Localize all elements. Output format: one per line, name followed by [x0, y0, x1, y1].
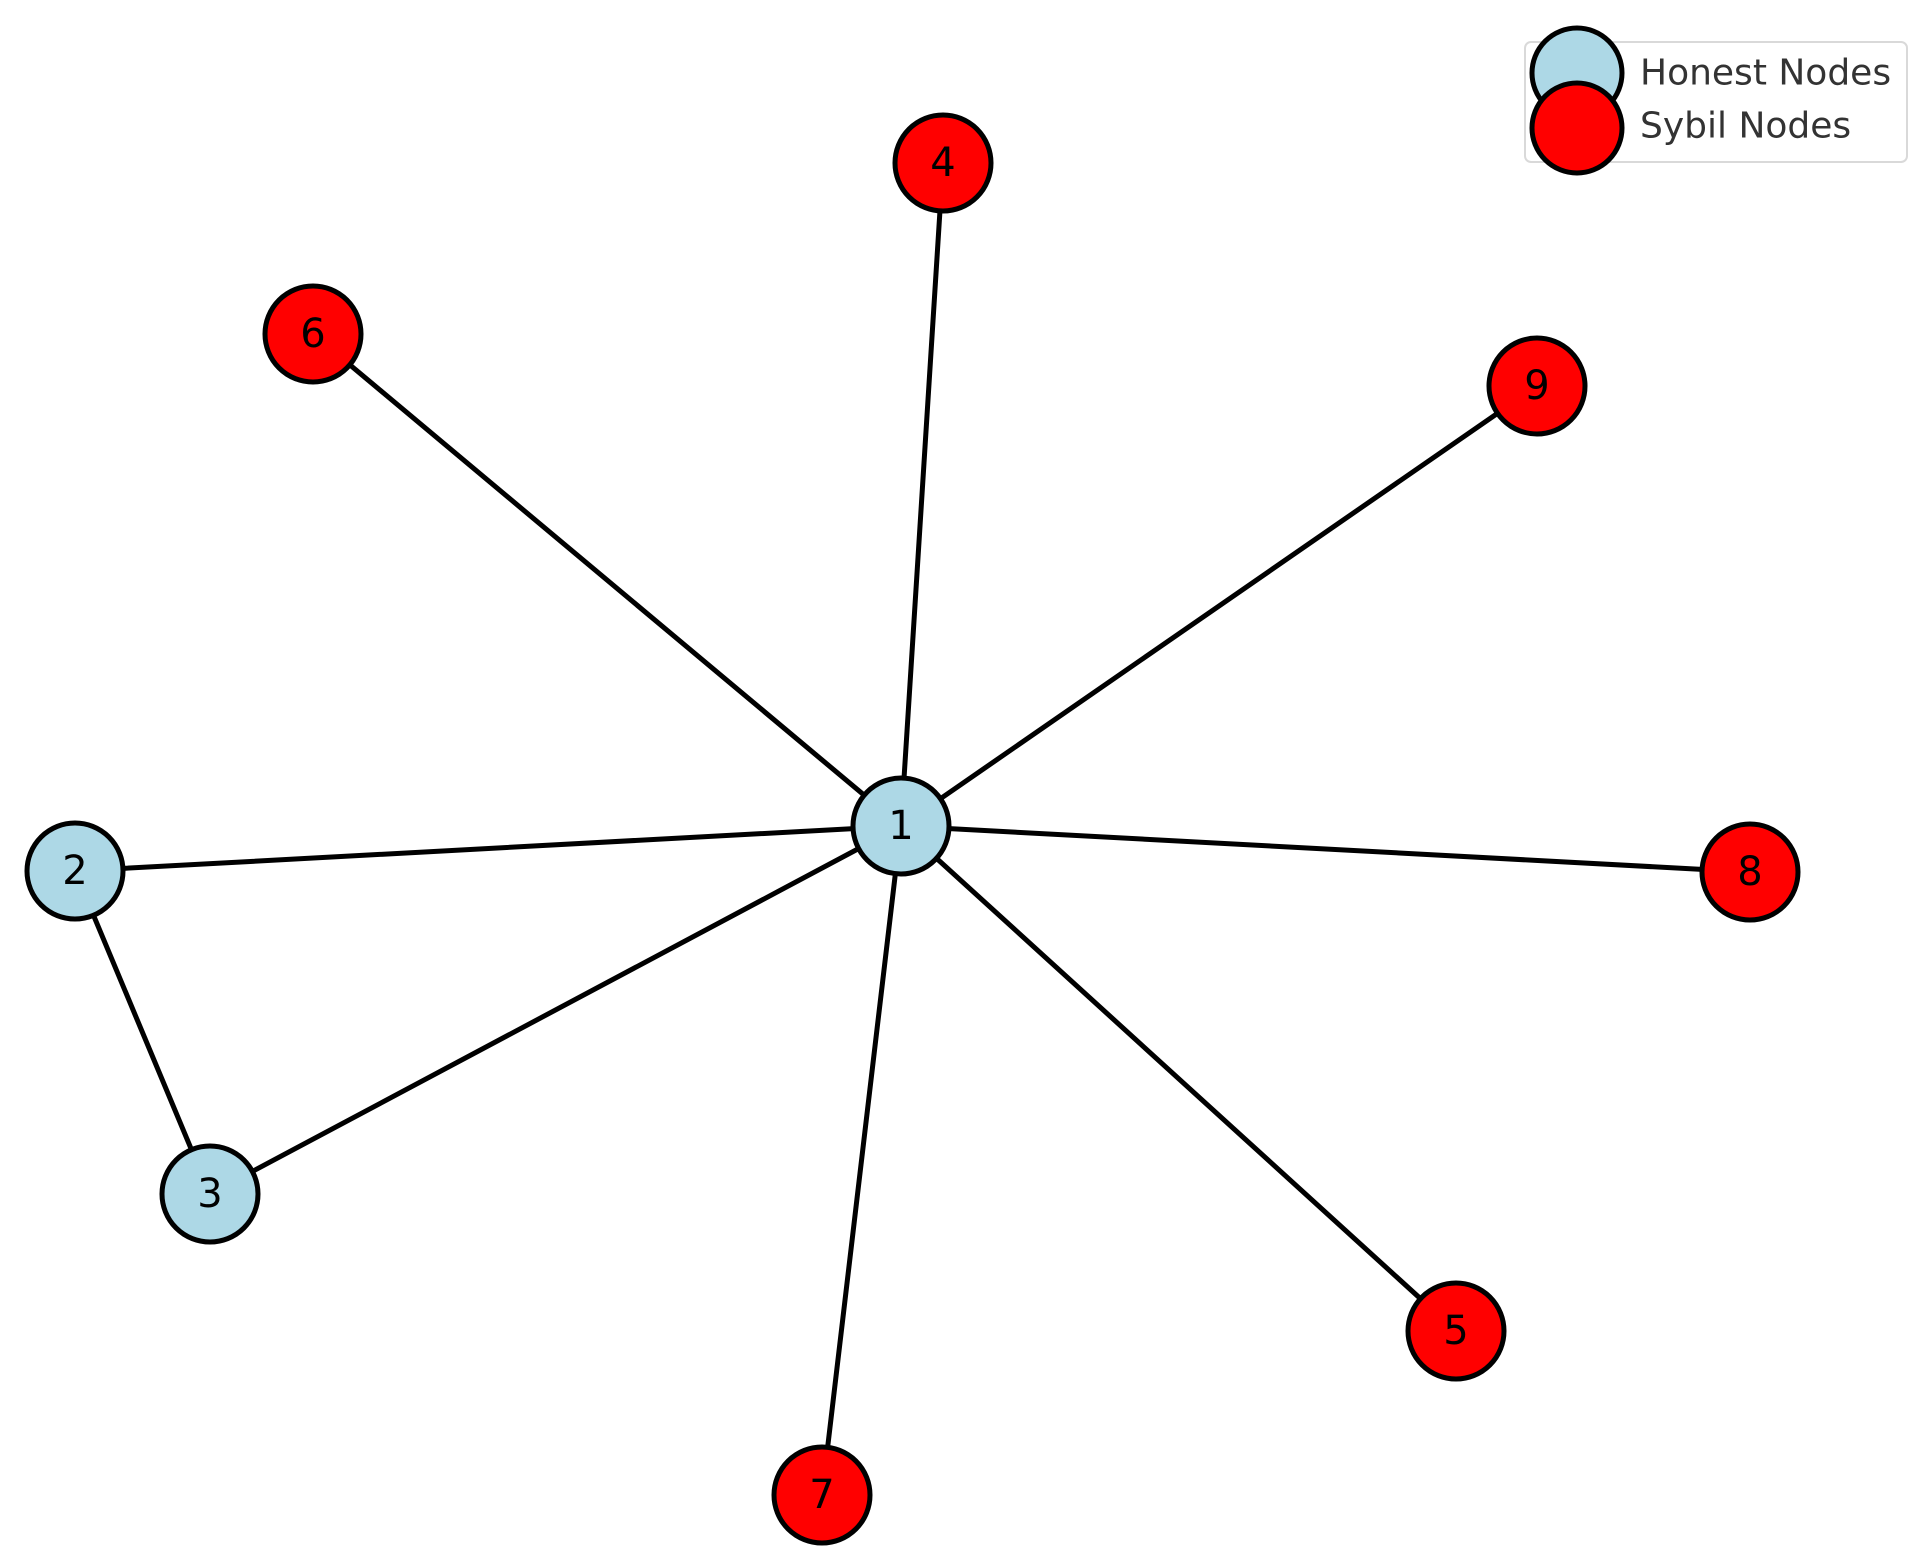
legend-sybil-marker [1529, 80, 1625, 176]
edge-1-8 [898, 823, 1753, 875]
node-2: 2 [24, 820, 126, 922]
sybil-node-circle [1405, 1280, 1507, 1382]
edges-layer [72, 160, 1753, 1498]
node-label: 5 [1443, 1308, 1468, 1354]
node-3: 3 [159, 1143, 261, 1245]
node-label: 6 [300, 311, 325, 357]
sybil-node-circle [1486, 335, 1588, 437]
node-5: 5 [1405, 1280, 1507, 1382]
legend-sybil-label: Sybil Nodes [1640, 106, 1851, 147]
sybil-node-circle [771, 1444, 873, 1546]
node-1: 1 [850, 775, 952, 877]
node-label: 2 [62, 848, 87, 894]
sybil-node-circle [1699, 821, 1801, 923]
node-label: 9 [1524, 363, 1549, 409]
node-4: 4 [892, 112, 994, 214]
node-6: 6 [262, 283, 364, 385]
node-7: 7 [771, 1444, 873, 1546]
sybil-node-circle [262, 283, 364, 385]
edge-1-7 [819, 823, 904, 1498]
node-8: 8 [1699, 821, 1801, 923]
sybil-node-circle [892, 112, 994, 214]
node-label: 8 [1737, 849, 1762, 895]
edge-1-2 [72, 823, 904, 874]
edge-1-4 [898, 160, 946, 829]
edge-2-3 [72, 868, 213, 1197]
legend: Honest Nodes Sybil Nodes [1524, 25, 1908, 176]
edge-1-9 [898, 383, 1540, 829]
node-label: 7 [809, 1472, 834, 1518]
honest-node-circle [159, 1143, 261, 1245]
node-label: 3 [197, 1171, 222, 1217]
node-label: 4 [930, 140, 955, 186]
node-label: 1 [888, 803, 913, 849]
honest-node-circle [850, 775, 952, 877]
edge-1-5 [898, 823, 1459, 1334]
edge-1-6 [310, 331, 904, 829]
legend-honest-label: Honest Nodes [1640, 53, 1891, 94]
edge-1-3 [207, 823, 904, 1197]
node-9: 9 [1486, 335, 1588, 437]
honest-node-circle [24, 820, 126, 922]
nodes-layer: 1 2 3 4 5 6 7 8 9 [24, 112, 1801, 1546]
